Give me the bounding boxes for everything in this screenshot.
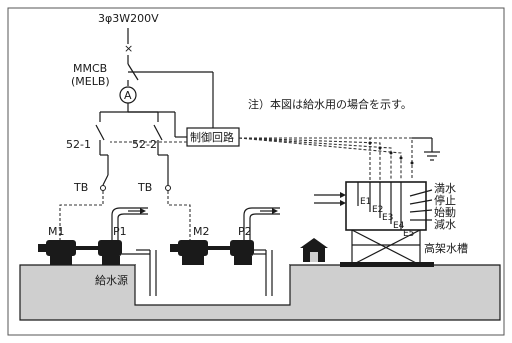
note-text: 注）本図は給水用の場合を示す。 — [248, 97, 412, 111]
motor-2-label: M2 — [193, 225, 210, 238]
motor-pump-2 — [170, 207, 280, 296]
ammeter-label: A — [124, 89, 132, 102]
level-label-full: 満水 — [434, 182, 456, 195]
electrode-e2-label: E2 — [372, 205, 383, 215]
contactor-52-2 — [153, 124, 169, 175]
water-source-label: 給水源 — [95, 273, 128, 287]
electrode-e4-label: E4 — [393, 221, 405, 231]
contactor-52-2-label: 52-2 — [132, 138, 157, 151]
ground — [19, 262, 501, 321]
motor-pump-1 — [38, 207, 157, 296]
terminal-block-2-label: TB — [137, 181, 152, 194]
terminal-block-1 — [100, 185, 106, 191]
power-source-label: 3φ3W200V — [98, 12, 159, 25]
signal-lines — [238, 137, 414, 180]
control-circuit-label: 制御回路 — [190, 130, 234, 144]
level-label-start: 始動 — [434, 205, 456, 219]
pump-1-label: P1 — [113, 225, 127, 238]
elevated-tank — [314, 181, 434, 267]
breaker-label-1: MMCB — [73, 62, 107, 75]
contactor-52-1 — [95, 124, 109, 175]
cross-mark: × — [124, 42, 133, 55]
terminal-block-1-label: TB — [73, 181, 88, 194]
elevated-tank-label: 高架水槽 — [424, 241, 468, 255]
motor-1-label: M1 — [48, 225, 65, 238]
pump-2-label: P2 — [238, 225, 252, 238]
electrode-e1-label: E1 — [360, 197, 371, 207]
earth-icon — [412, 137, 440, 161]
building-icon — [300, 238, 328, 262]
terminal-block-2 — [165, 185, 171, 191]
contactor-52-1-label: 52-1 — [66, 138, 91, 151]
level-label-stop: 停止 — [434, 193, 456, 207]
electrode-e5-label: E5 — [403, 229, 414, 239]
electrode-e3-label: E3 — [382, 213, 393, 223]
breaker-label-2: (MELB) — [71, 75, 110, 88]
level-label-low: 減水 — [434, 217, 456, 231]
